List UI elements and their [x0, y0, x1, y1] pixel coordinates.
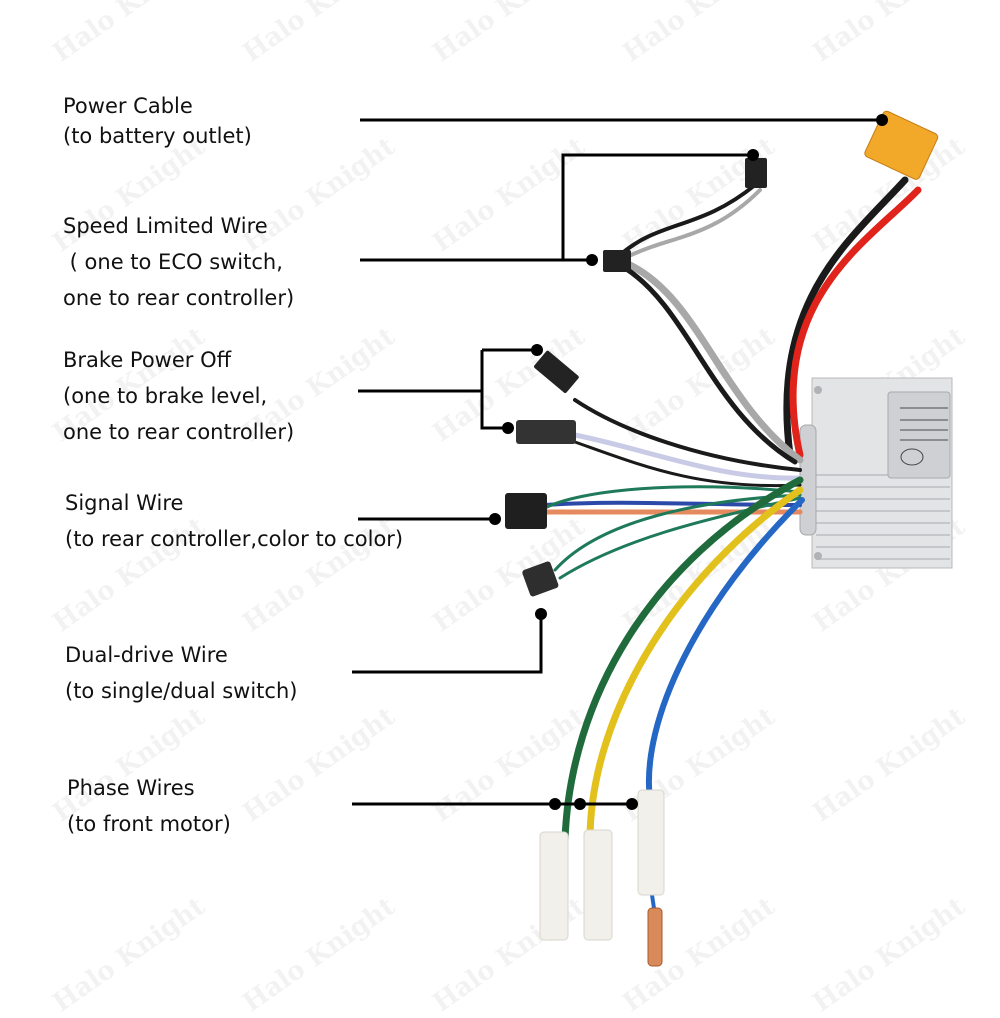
callout-title: Speed Limited Wire — [63, 214, 268, 238]
callout-detail: (to battery outlet) — [63, 124, 252, 148]
wire-dual-teal — [553, 493, 802, 572]
mount-screw — [814, 386, 822, 394]
wire-power-black — [783, 176, 909, 459]
callout-title: Brake Power Off — [63, 348, 232, 372]
leader-speed-branch — [561, 153, 752, 260]
phase-sleeve-green — [539, 831, 569, 941]
leader-lines — [352, 118, 882, 806]
wire-speed-grey — [623, 188, 762, 260]
dual-drive-connector — [522, 561, 559, 597]
wire-phase-yellow — [586, 486, 804, 844]
wire-bundle — [542, 176, 922, 917]
callout-detail: one to rear controller) — [63, 420, 295, 444]
callout-detail: (to single/dual switch) — [65, 679, 298, 703]
brake-connector-1 — [534, 350, 579, 393]
controller-unit — [799, 377, 953, 569]
callout-dual-drive-wire: Dual-drive Wire (to single/dual switch) — [65, 637, 297, 709]
phase-terminal — [647, 907, 663, 967]
wire-speed-black — [618, 183, 757, 257]
wire-phase-blue — [645, 497, 805, 803]
leader-brake-branch-low — [480, 350, 508, 430]
wire-brake-black-2 — [573, 440, 802, 488]
speed-connector-rear — [603, 250, 631, 272]
leader-dual-drive-wire — [352, 614, 543, 674]
callout-power-cable: Power Cable (to battery outlet) — [63, 88, 252, 154]
xt60-connector — [864, 110, 939, 180]
callout-detail: (one to brake level, — [63, 384, 268, 408]
phase-sleeve-blue — [637, 789, 665, 896]
signal-connector — [505, 493, 547, 529]
wire-phase-green — [561, 476, 804, 844]
callout-title: Dual-drive Wire — [65, 643, 228, 667]
callout-signal-wire: Signal Wire (to rear controller,color to… — [65, 485, 403, 557]
controller-label-plate — [887, 391, 951, 479]
callout-detail: (to rear controller,color to color) — [65, 527, 404, 551]
wire-signal-teal — [543, 485, 802, 510]
callout-brake-power-off: Brake Power Off (one to brake level, one… — [63, 342, 294, 450]
callout-speed-limited-wire: Speed Limited Wire ( one to ECO switch, … — [63, 208, 294, 316]
callout-detail: ( one to ECO switch, — [63, 250, 283, 274]
wire-dual-teal-2 — [558, 496, 802, 580]
callout-title: Signal Wire — [65, 491, 184, 515]
wire-speed-trunk-black — [622, 265, 798, 465]
phase-sleeve-yellow — [583, 829, 613, 941]
wire-speed-trunk-grey — [626, 261, 804, 464]
speed-connector-eco — [745, 158, 767, 188]
mount-screw — [814, 552, 822, 560]
callout-detail: one to rear controller) — [63, 286, 295, 310]
brake-connector-2 — [516, 420, 576, 444]
callout-detail: (to front motor) — [67, 812, 231, 836]
wire-brake-black — [573, 398, 802, 472]
controller-logo — [900, 448, 924, 466]
connectors — [505, 110, 939, 967]
wire-brake-lavender — [572, 432, 803, 481]
wire-power-red — [789, 186, 922, 459]
leader-dots — [489, 114, 888, 810]
callout-phase-wires: Phase Wires (to front motor) — [67, 770, 231, 842]
callout-title: Phase Wires — [67, 776, 195, 800]
callout-title: Power Cable — [63, 94, 193, 118]
